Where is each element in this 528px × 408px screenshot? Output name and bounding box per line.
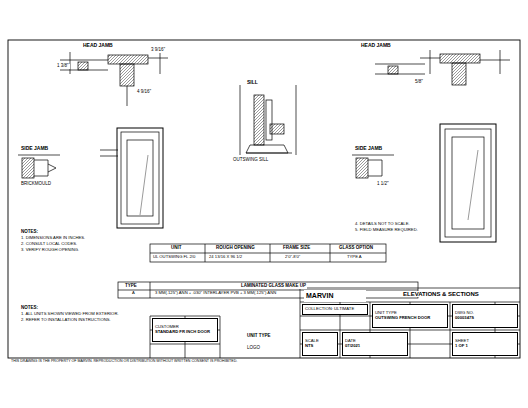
cell-heading: MARVIN [306, 292, 364, 300]
cell-value: STANDARD FR INCH DOOR [155, 330, 215, 335]
drawing-label: SIDE JAMB [354, 146, 383, 151]
jamb-section-right [352, 155, 394, 178]
cell-value: 0000347S [455, 316, 515, 321]
title-block-cell: SCALENTS [302, 332, 338, 356]
drawing-label: UNIT TYPE [246, 334, 272, 339]
drawing-label: BRICKMOULD [20, 182, 52, 187]
cell-value: OUTSWING FRENCH DOOR [375, 316, 445, 321]
drawing-label: 2. REFER TO INSTALLATION INSTRUCTIONS. [20, 318, 112, 322]
title-block-cell: CUSTOMERSTANDARD FR INCH DOOR [152, 318, 218, 342]
title-block-cell: COLLECTION: ULTIMATE [302, 304, 368, 315]
title-block-cell: DWG NO.0000347S [452, 304, 518, 328]
drawing-title: ELEVATIONS & SECTIONS [402, 291, 480, 297]
drawing-label: 1 3/8" [56, 64, 70, 69]
cell-value: 1 OF 1 [455, 344, 515, 349]
drawing-label: ROUGH OPENING [215, 246, 256, 251]
sill-section [240, 85, 296, 155]
drawing-label: THIS DRAWING IS THE PROPERTY OF MARVIN. … [10, 360, 238, 364]
drawing-label: 24 13/16 X 96 1/2 [208, 255, 243, 259]
drawing-label: 4 9/16" [136, 90, 152, 95]
tables [118, 244, 418, 298]
cell-value: NTS [305, 344, 335, 349]
drawing-label: LAMINATED GLASS MAKE UP [240, 284, 307, 289]
drawing-label: 1. DIMENSIONS ARE IN INCHES. [20, 236, 86, 240]
drawing-label: UNIT [170, 246, 183, 251]
title-block-cell: DATE07/2021 [342, 332, 408, 356]
drawing-label: 1. ALL UNITS SHOWN VIEWED FROM EXTERIOR. [20, 312, 120, 316]
jamb-section-left [18, 150, 118, 178]
drawing-label: HEAD JAMB [82, 43, 114, 48]
title-block [150, 288, 520, 358]
drawing-label: 3 MM(.125") ANN + .030" INTERLAYER PVB +… [154, 291, 277, 295]
drawing-label: FRAME SIZE [282, 246, 311, 251]
door-elevation-right [440, 124, 496, 242]
drawing-label: 4. DETAILS NOT TO SCALE. [354, 222, 411, 226]
drawing-label: NOTES: [20, 230, 39, 235]
cell-value: 07/2021 [345, 344, 405, 349]
drawing-label: 1 1/2" [376, 182, 390, 187]
drawing-label: 5. FIELD MEASURE REQUIRED. [354, 228, 419, 232]
drawing-label: SIDE JAMB [20, 146, 49, 151]
drawing-label: OUTSWING SILL [232, 158, 269, 163]
drawing-label: SILL [246, 80, 259, 85]
drawing-label: 3. VERIFY ROUGH OPENING. [20, 248, 80, 252]
title-block-cell: UNIT TYPEOUTSWING FRENCH DOOR [372, 304, 448, 328]
drawing-label: GLASS OPTION [338, 246, 374, 251]
drawing-label: 2. CONSULT LOCAL CODES. [20, 242, 78, 246]
drawing-label: TYPE A [346, 255, 363, 259]
drawing-label: UL OUTSWING FL 2/0 [152, 255, 196, 259]
drawing-label: 3 9/16" [150, 48, 166, 53]
door-elevation-left [117, 128, 163, 228]
head-section-left [60, 52, 168, 106]
drawing-label: NOTES: [20, 306, 39, 311]
drawing-label: LOGO [246, 346, 261, 351]
drawing-label: HEAD JAMB [360, 43, 392, 48]
title-block-cell: MARVIN [304, 290, 366, 302]
head-section-right [375, 50, 510, 85]
cell-heading: COLLECTION: ULTIMATE [305, 307, 365, 312]
drawing-label: 2'0"-8'0" [284, 255, 301, 259]
title-block-cell: SHEET1 OF 1 [452, 332, 518, 356]
drawing-label: 5/8" [414, 80, 424, 85]
drawing-label: TYPE [124, 284, 138, 289]
drawing-label: A [131, 291, 136, 295]
